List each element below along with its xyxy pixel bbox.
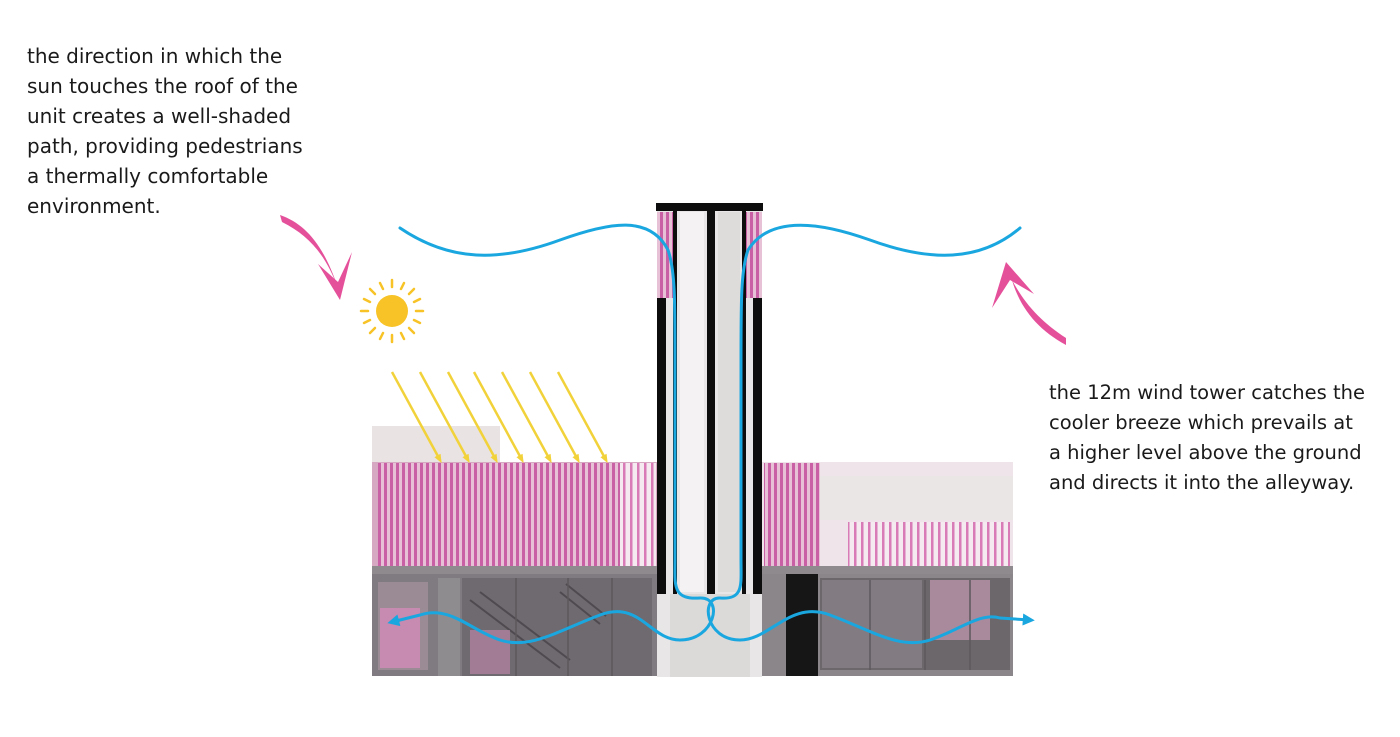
sun-ray bbox=[472, 371, 524, 464]
curved-arrow-down-icon bbox=[280, 215, 352, 300]
tower-center-divider bbox=[707, 210, 715, 595]
left-slab bbox=[372, 566, 657, 574]
tower-shaft bbox=[718, 212, 740, 592]
sun-ray bbox=[418, 371, 470, 464]
sun-ray bbox=[390, 371, 442, 464]
curved-arrow-up-icon bbox=[992, 262, 1066, 345]
wind-flow bbox=[387, 223, 1035, 645]
right-slab bbox=[762, 566, 1013, 574]
tower-right-fins bbox=[744, 212, 762, 298]
tower-top-cap bbox=[656, 203, 763, 211]
wind-annotation-line: cooler breeze which prevails at bbox=[1049, 411, 1353, 434]
right-pink-reflection bbox=[930, 580, 990, 640]
sun-annotation-line: the direction in which the bbox=[27, 44, 283, 68]
left-fins-end bbox=[620, 463, 656, 569]
sun-ray bbox=[528, 371, 580, 464]
sun-annotation-line: a thermally comfortable bbox=[27, 164, 269, 188]
left-staircase bbox=[469, 583, 607, 669]
right-fins bbox=[764, 463, 820, 569]
left-column bbox=[438, 578, 460, 676]
wind-annotation-line: and directs it into the alleyway. bbox=[1049, 471, 1355, 494]
left-building bbox=[372, 426, 657, 676]
sun-annotation-line: environment. bbox=[27, 194, 161, 218]
tower-left-fins bbox=[657, 212, 673, 298]
tower-inner-frame bbox=[742, 210, 746, 598]
sun-annotation-line: path, providing pedestrians bbox=[27, 134, 303, 158]
right-upper-wall bbox=[818, 476, 1013, 520]
right-window-frame bbox=[822, 580, 922, 668]
sun-icon bbox=[359, 278, 425, 344]
sun-annotation-line: unit creates a well-shaded bbox=[27, 104, 292, 128]
sun-annotation: the direction in which the sun touches t… bbox=[27, 41, 316, 221]
left-fins bbox=[378, 463, 626, 569]
wind-annotation-line: a higher level above the ground bbox=[1049, 441, 1362, 464]
right-building bbox=[762, 462, 1013, 676]
wind-annotation: the 12m wind tower catches the cooler br… bbox=[1049, 378, 1395, 498]
right-fins bbox=[848, 522, 1010, 568]
wind-flow-right bbox=[706, 223, 1035, 645]
sun-ray bbox=[500, 371, 552, 464]
sun-ray bbox=[446, 371, 498, 464]
wind-flow-left bbox=[387, 223, 715, 645]
sun-ray bbox=[556, 371, 608, 464]
tower-shaft bbox=[680, 212, 704, 592]
tower-left-frame bbox=[657, 298, 666, 594]
tower-right-frame bbox=[753, 298, 762, 594]
sun-annotation-line: sun touches the roof of the bbox=[27, 74, 298, 98]
wind-annotation-line: the 12m wind tower catches the bbox=[1049, 381, 1365, 404]
right-dark-door bbox=[786, 574, 818, 676]
sun-rays bbox=[390, 371, 608, 464]
